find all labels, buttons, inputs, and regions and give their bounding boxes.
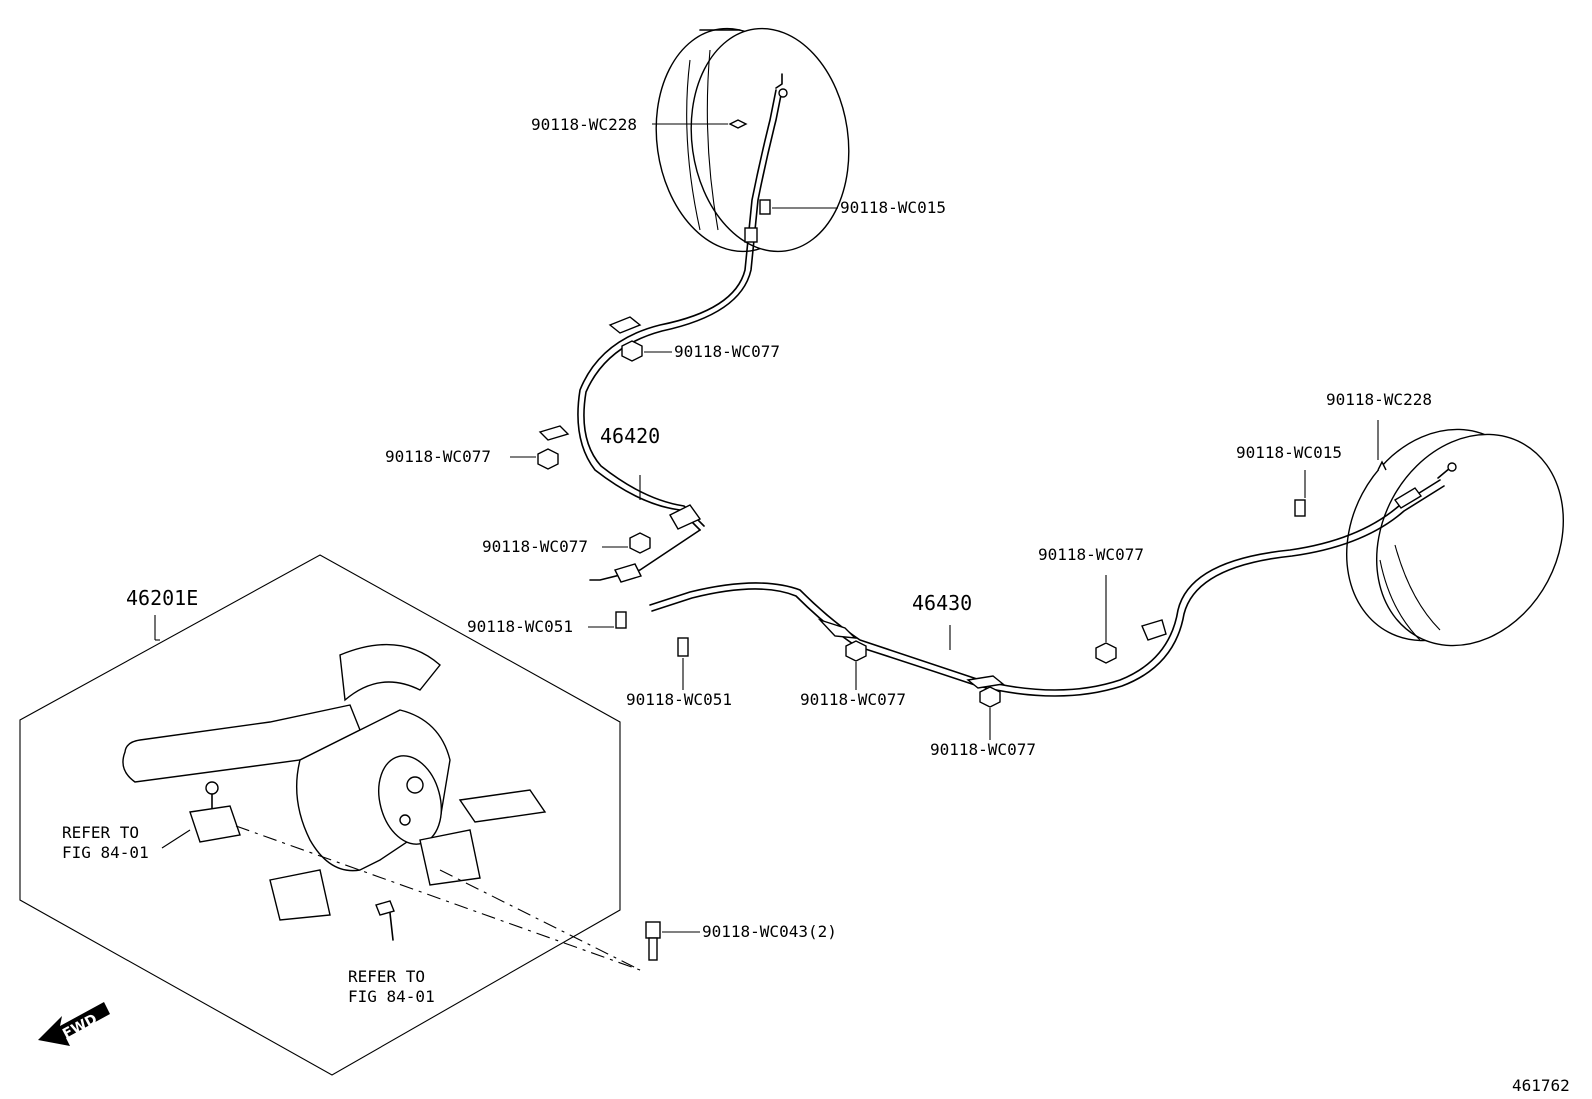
fwd-arrow: FWD	[38, 1002, 110, 1046]
left-brake-drum	[655, 27, 850, 253]
label-wc228-left: 90118-WC228	[531, 115, 637, 134]
assembly-46201e: 46201E	[126, 586, 198, 610]
label-wc077-d: 90118-WC077	[800, 690, 906, 709]
refer-to-1-line1: REFER TO	[62, 823, 139, 842]
assembly-46430: 46430	[912, 591, 972, 615]
cable-46420	[538, 73, 788, 583]
leader-lines	[510, 123, 1379, 933]
label-wc015-right: 90118-WC015	[1236, 443, 1342, 462]
label-wc077-c: 90118-WC077	[482, 537, 588, 556]
refer-to-2-line2: FIG 84-01	[348, 987, 435, 1006]
label-wc043: 90118-WC043(2)	[702, 922, 837, 941]
label-wc077-e: 90118-WC077	[930, 740, 1036, 759]
cable-46430	[649, 462, 1457, 697]
label-wc077-f: 90118-WC077	[1038, 545, 1144, 564]
label-wc077-a: 90118-WC077	[674, 342, 780, 361]
label-wc015-left: 90118-WC015	[840, 198, 946, 217]
label-wc051-b: 90118-WC051	[626, 690, 732, 709]
label-wc051-a: 90118-WC051	[467, 617, 573, 636]
label-wc077-b: 90118-WC077	[385, 447, 491, 466]
parking-brake-lever	[122, 643, 641, 971]
figure-number: 461762	[1512, 1076, 1570, 1095]
labels: 90118-WC228 90118-WC015 90118-WC077 9011…	[62, 115, 1570, 1095]
label-wc228-right: 90118-WC228	[1326, 390, 1432, 409]
lever-assembly-box	[19, 554, 621, 1076]
fasteners	[537, 119, 1387, 961]
refer-to-1-line2: FIG 84-01	[62, 843, 149, 862]
refer-to-2-line1: REFER TO	[348, 967, 425, 986]
right-brake-drum	[1346, 428, 1564, 647]
assembly-46420: 46420	[600, 424, 660, 448]
